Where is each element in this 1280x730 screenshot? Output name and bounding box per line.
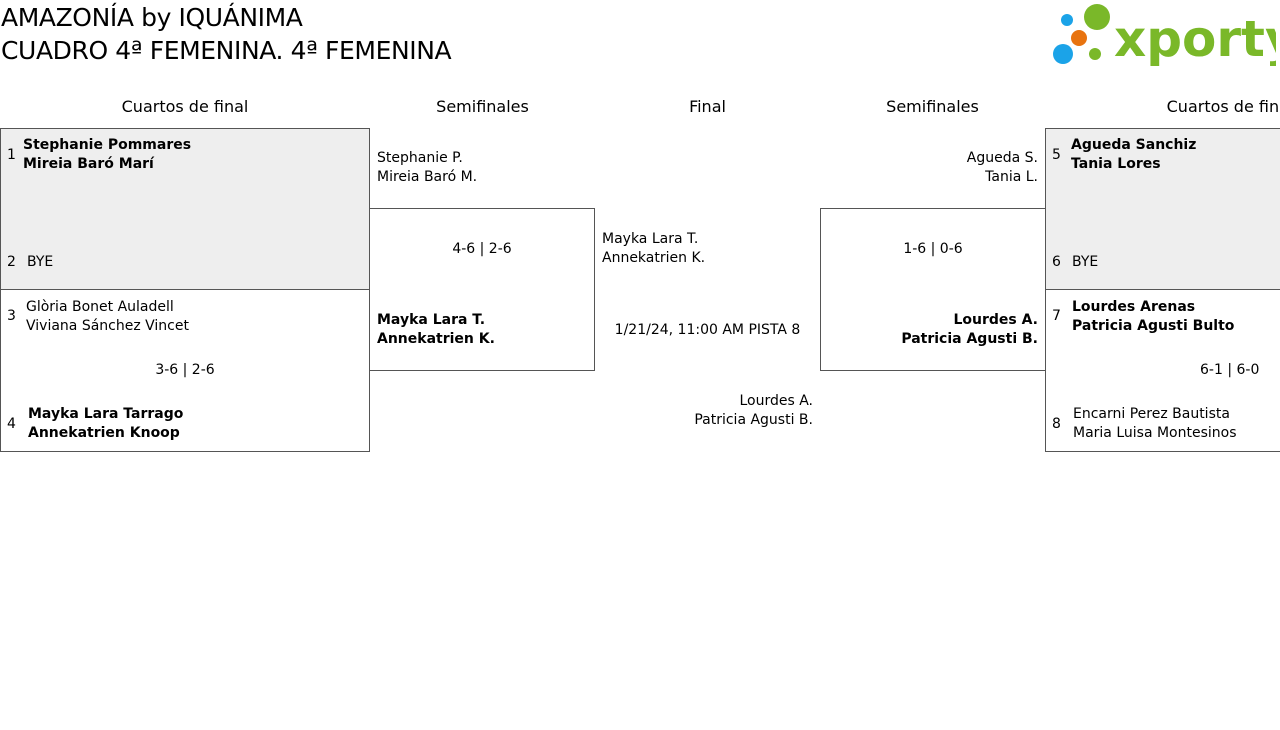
logo-wordmark: xporty xyxy=(1114,10,1276,66)
column-heading-quarters-right: Cuartos de final xyxy=(1045,96,1280,118)
column-heading-quarters-left: Cuartos de final xyxy=(121,97,249,116)
match-score: 3-6 | 2-6 xyxy=(155,362,215,378)
player-name: Stephanie P. xyxy=(377,150,463,166)
player-name: Mayka Lara T. xyxy=(377,312,486,328)
column-heading-semis-right: Semifinales xyxy=(886,97,979,116)
player-name: Annekatrien K. xyxy=(602,250,706,266)
player-name: Annekatrien K. xyxy=(377,331,495,347)
seed-number: 6 xyxy=(1052,254,1061,270)
seed-number: 5 xyxy=(1052,147,1061,163)
match-box-quarter-4[interactable] xyxy=(1045,289,1280,452)
match-box-quarter-1[interactable] xyxy=(0,128,370,290)
seed-number: 2 xyxy=(7,254,16,270)
xporty-logo: xporty xyxy=(1052,4,1280,68)
player-name: Lourdes A. xyxy=(953,312,1038,328)
player-name: Tania L. xyxy=(985,169,1038,185)
logo-dot-blue-small xyxy=(1061,14,1073,26)
player-name: Mireia Baró Marí xyxy=(23,156,154,172)
match-score: 4-6 | 2-6 xyxy=(452,241,512,257)
match-box-quarter-3[interactable] xyxy=(1045,128,1280,290)
player-name: Annekatrien Knoop xyxy=(28,425,180,441)
player-name: Lourdes Arenas xyxy=(1072,299,1196,315)
bye-label: BYE xyxy=(1072,254,1099,270)
player-name: Mayka Lara Tarrago xyxy=(28,406,184,422)
seed-number: 1 xyxy=(7,147,16,163)
player-name: Mireia Baró M. xyxy=(377,169,478,185)
logo-dot-blue-large xyxy=(1053,44,1073,64)
draw-title: CUADRO 4ª FEMENINA. 4ª FEMENINA xyxy=(1,36,452,65)
xporty-logo-icon: xporty xyxy=(1053,4,1280,68)
player-name: Tania Lores xyxy=(1071,156,1161,172)
player-name: Glòria Bonet Auladell xyxy=(26,299,174,315)
player-name: Agueda Sanchiz xyxy=(1071,137,1197,153)
column-heading-semis-left: Semifinales xyxy=(436,97,529,116)
match-score: 6-1 | 6-0 xyxy=(1200,362,1260,378)
player-name: Patricia Agusti B. xyxy=(901,331,1038,347)
player-name: Patricia Agusti Bulto xyxy=(1072,318,1235,334)
player-name: Patricia Agusti B. xyxy=(694,412,813,428)
player-name: Viviana Sánchez Vincet xyxy=(26,318,189,334)
seed-number: 4 xyxy=(7,416,16,432)
logo-dot-green-small xyxy=(1089,48,1101,60)
bye-label: BYE xyxy=(27,254,54,270)
final-schedule: 1/21/24, 11:00 AM PISTA 8 xyxy=(614,322,801,338)
match-score: 1-6 | 0-6 xyxy=(903,241,963,257)
logo-dot-green xyxy=(1084,4,1110,30)
player-name: Maria Luisa Montesinos xyxy=(1073,425,1237,441)
logo-dot-orange xyxy=(1071,30,1087,46)
player-name: Encarni Perez Bautista xyxy=(1073,406,1230,422)
player-name: Mayka Lara T. xyxy=(602,231,699,247)
tournament-title: AMAZONÍA by IQUÁNIMA xyxy=(1,3,303,32)
column-heading-quarters-right-text: Cuartos de final xyxy=(1166,97,1280,116)
column-heading-final: Final xyxy=(689,97,726,116)
seed-number: 7 xyxy=(1052,308,1061,324)
player-name: Stephanie Pommares xyxy=(23,137,192,153)
seed-number: 8 xyxy=(1052,416,1061,432)
seed-number: 3 xyxy=(7,308,16,324)
player-name: Agueda S. xyxy=(966,150,1038,166)
match-box-semi-left[interactable] xyxy=(369,208,595,371)
player-name: Lourdes A. xyxy=(739,393,813,409)
